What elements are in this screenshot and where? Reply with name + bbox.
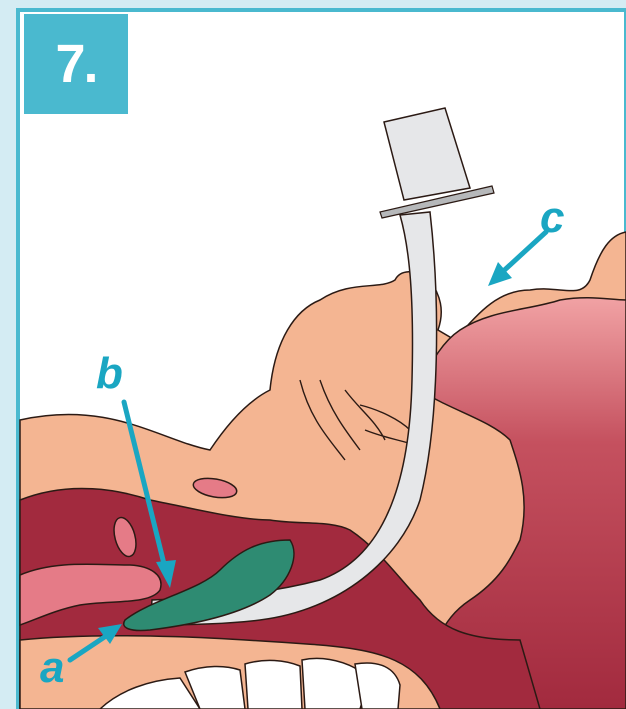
callout-label-c: c (540, 196, 564, 240)
step-number-badge: 7. (24, 14, 128, 114)
callout-label-b: b (96, 352, 123, 396)
callout-label-a: a (40, 646, 64, 690)
